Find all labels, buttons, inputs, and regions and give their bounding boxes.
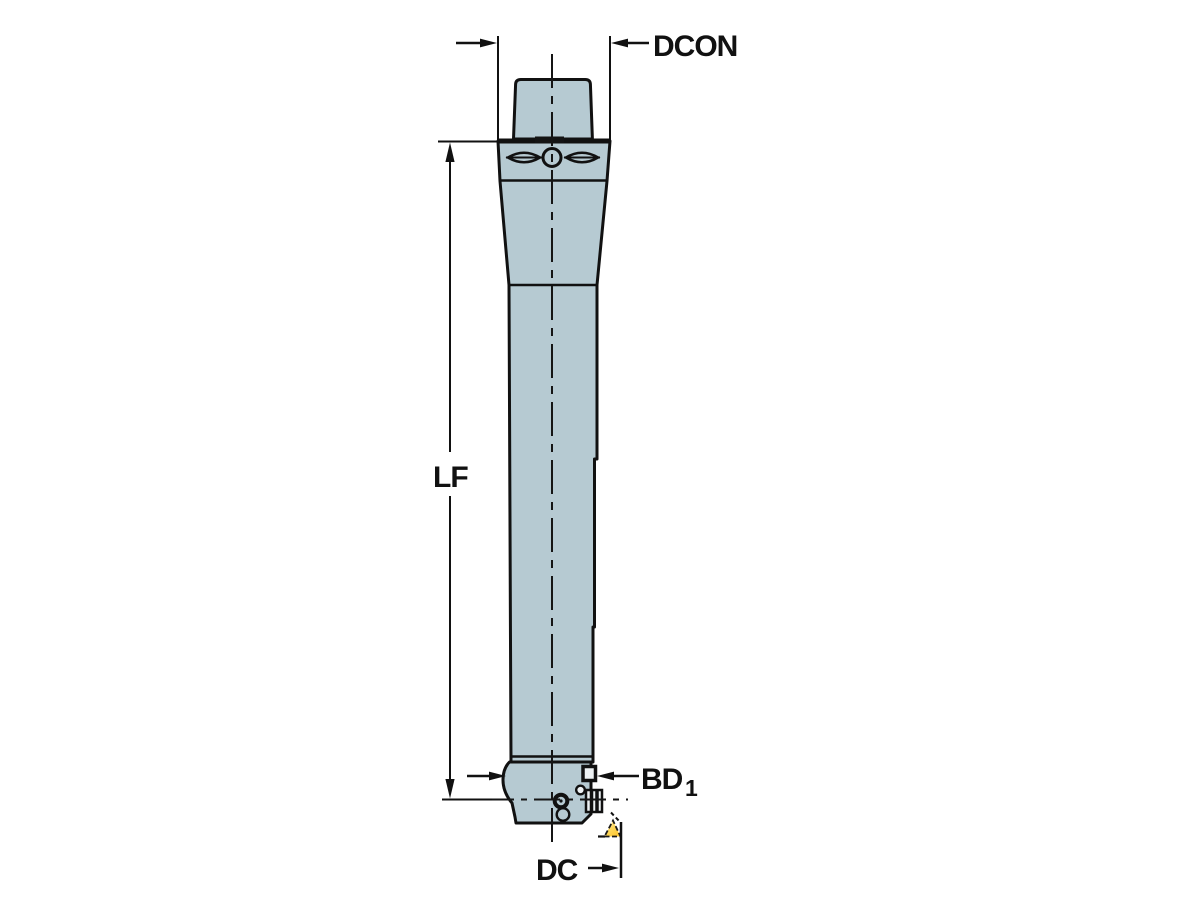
pilot-shank — [512, 78, 594, 141]
dcon-arrow-right-head — [611, 38, 628, 48]
dimension-bd1: BD 1 — [467, 763, 698, 801]
bd1-label-subscript: 1 — [685, 775, 698, 801]
clamp-screw-center — [559, 799, 563, 803]
insert-lead-dashes — [610, 811, 621, 823]
insert-triangle — [603, 818, 622, 838]
bd1-label: BD — [641, 763, 683, 796]
dcon-label: DCON — [653, 30, 737, 63]
tool-body — [496, 139, 612, 764]
dc-label: DC — [536, 854, 578, 887]
insert-screw — [555, 807, 571, 823]
dimension-dc: DC — [536, 822, 623, 887]
dimension-lf: LF — [433, 140, 497, 801]
cartridge-body — [584, 788, 604, 814]
bd1-arrow-right-head — [597, 771, 614, 781]
insert-icon — [598, 811, 622, 838]
coolant-hole — [575, 784, 587, 796]
lf-arrow-down-head — [445, 779, 455, 799]
dc-arrow-head — [602, 863, 619, 873]
lf-arrow-up-head — [445, 142, 455, 162]
clamp-notch — [581, 764, 598, 783]
coupling-flange-features — [505, 147, 601, 168]
cartridge — [584, 788, 604, 814]
dimension-dcon: DCON — [456, 30, 738, 139]
cutter-head — [501, 760, 593, 825]
bd1-arrow-left-head — [489, 771, 506, 781]
lf-label: LF — [433, 461, 468, 494]
dcon-arrow-left-head — [480, 38, 497, 48]
pilot-base-slot — [535, 136, 564, 143]
